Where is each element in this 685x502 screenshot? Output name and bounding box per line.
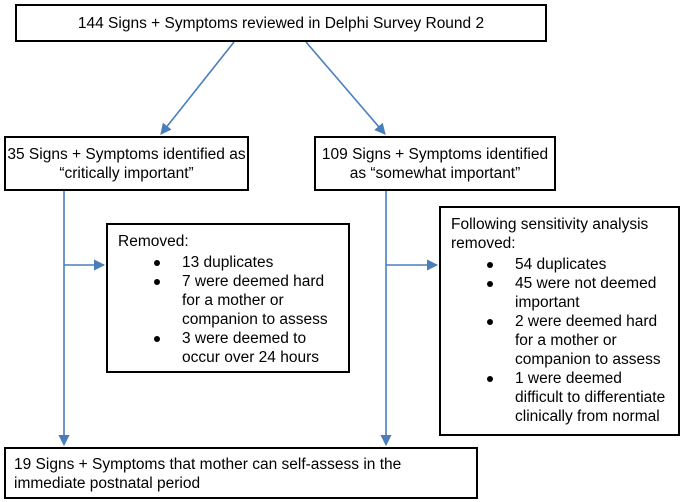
- top-box-text: 144 Signs + Symptoms reviewed in Delphi …: [77, 15, 485, 32]
- list-item: 54 duplicates: [451, 255, 668, 274]
- somewhat-important-box: 109 Signs + Symptoms identified as “some…: [314, 136, 556, 191]
- bottom-box-text: 19 Signs + Symptoms that mother can self…: [14, 456, 402, 492]
- arrow-top-to-somewhat: [305, 41, 386, 135]
- removed-right-heading: Following sensitivity analysis removed:: [451, 216, 649, 252]
- list-item: 13 duplicates: [118, 253, 338, 272]
- list-item: 1 were deemed difficult to differentiate…: [451, 369, 668, 426]
- list-item: 7 were deemed hard for a mother or compa…: [118, 272, 338, 329]
- arrow-top-to-critical: [160, 41, 235, 135]
- critically-important-line2: “critically important”: [59, 165, 194, 182]
- removed-right-box: Following sensitivity analysis removed: …: [439, 206, 680, 436]
- somewhat-important-line2: as “somewhat important”: [349, 165, 521, 182]
- somewhat-important-line1: 109 Signs + Symptoms identified: [321, 146, 549, 163]
- removed-right-list: 54 duplicates 45 were not deemed importa…: [451, 255, 668, 426]
- critically-important-box: 35 Signs + Symptoms identified as “criti…: [4, 136, 249, 191]
- critically-important-line1: 35 Signs + Symptoms identified as: [7, 146, 246, 163]
- bottom-box: 19 Signs + Symptoms that mother can self…: [4, 447, 478, 499]
- list-item: 2 were deemed hard for a mother or compa…: [451, 312, 668, 369]
- top-box: 144 Signs + Symptoms reviewed in Delphi …: [15, 4, 547, 42]
- list-item: 45 were not deemed important: [451, 274, 668, 312]
- removed-left-heading: Removed:: [118, 233, 189, 250]
- list-item: 3 were deemed to occur over 24 hours: [118, 329, 338, 367]
- removed-left-list: 13 duplicates 7 were deemed hard for a m…: [118, 253, 338, 367]
- removed-left-box: Removed: 13 duplicates 7 were deemed har…: [106, 223, 350, 373]
